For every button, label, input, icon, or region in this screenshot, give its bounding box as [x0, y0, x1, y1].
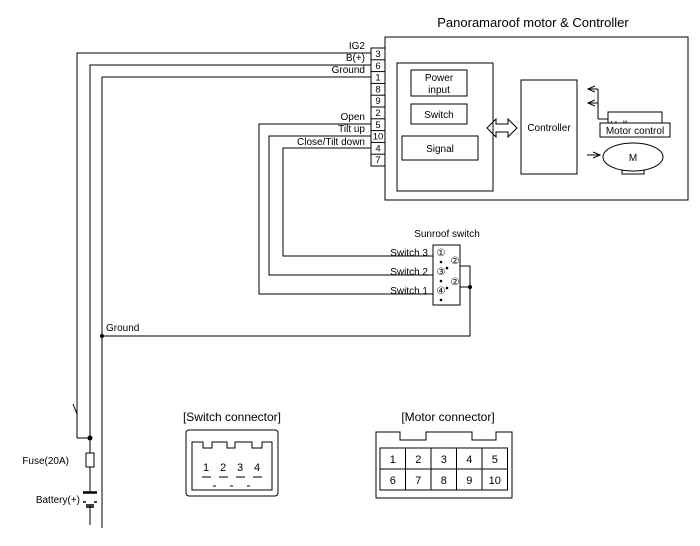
- contact-1: ①: [437, 248, 446, 259]
- wire-tilt-up: [268, 135, 433, 276]
- switch-pin-3: 3: [237, 462, 243, 474]
- junction-dot: [87, 435, 93, 441]
- switch-junction-dot: [468, 285, 472, 289]
- wire-label-open: Open: [341, 112, 365, 123]
- switch-common: [460, 265, 471, 288]
- motor-connector-pin-3: 3: [441, 454, 447, 466]
- motor-pin-6: 6: [375, 61, 380, 72]
- wires: [72, 52, 471, 528]
- contact-2b: ②: [451, 277, 460, 288]
- motor-connector: [Motor connector] 1 2 3 4 5 6 7 8 9 10: [375, 410, 513, 499]
- wire-label-bplus: B(+): [346, 53, 365, 64]
- controller-label: Controller: [527, 123, 571, 134]
- switch1-label: Switch 1: [390, 286, 428, 297]
- wire-bplus: [89, 64, 371, 438]
- motor-pin-3: 3: [375, 49, 380, 60]
- motor-connector-pin-4: 4: [466, 454, 472, 466]
- power-input-block: [410, 69, 468, 97]
- ig2-switch: [72, 403, 78, 415]
- motor-pin-7: 7: [375, 155, 380, 166]
- motor-connector-cell: [481, 468, 508, 491]
- power-input-label-2: input: [428, 85, 450, 96]
- motor-pin-5: 5: [375, 120, 380, 131]
- motor-pin-4: 4: [375, 143, 380, 154]
- switch-connector-title: [Switch connector]: [183, 410, 281, 424]
- motor-connector-outline: [375, 431, 513, 499]
- ground-junction-dot: [100, 334, 104, 338]
- motor-connector-grid: 1 2 3 4 5 6 7 8 9 10: [379, 447, 508, 491]
- wire-ground-main: [101, 76, 371, 528]
- wire-ig2: [76, 52, 371, 414]
- switch3-label: Switch 3: [390, 248, 428, 259]
- controller-block: [520, 79, 578, 175]
- wire-label-close-tilt-down: Close/Tilt down: [297, 137, 365, 148]
- motor-icon: [602, 142, 664, 172]
- wire-close-tilt-down: [282, 147, 433, 257]
- switch-connector-outer: [185, 429, 279, 497]
- motor-pin-9: 9: [375, 96, 380, 107]
- wire-open: [258, 123, 433, 295]
- wire-label-ig2: IG2: [349, 41, 366, 52]
- switch-connector-face: [191, 441, 273, 491]
- motor-connector-pin-9: 9: [466, 475, 472, 487]
- motor-connector-pin-5: 5: [492, 454, 498, 466]
- sunroof-switch-title: Sunroof switch: [414, 229, 480, 240]
- switch-pin-2: 2: [220, 462, 226, 474]
- motor-connector-pin-1: 1: [390, 454, 396, 466]
- power-input-label-1: Power: [425, 73, 454, 84]
- power-source: Fuse(20A) Battery(+): [22, 452, 97, 508]
- switch-pin-4: 4: [254, 462, 260, 474]
- switch2-label: Switch 2: [390, 267, 428, 278]
- module-title: Panoramaroof motor & Controller: [437, 15, 629, 30]
- contact-2a: ②: [451, 256, 460, 267]
- motor-connector-pin-2: 2: [415, 454, 421, 466]
- inner-io-box: [396, 62, 494, 192]
- switch-block-label: Switch: [424, 110, 453, 121]
- switch-connector: [Switch connector] 1 2 3 4: [183, 410, 281, 497]
- motor-pin-2: 2: [375, 108, 380, 119]
- motor-connector-pin-8: 8: [441, 475, 447, 487]
- motor-control-label: Motor control: [606, 126, 664, 137]
- wire-ground-switch: [102, 287, 471, 337]
- fuse-icon: [85, 452, 95, 468]
- motor-connector-pin-10: 10: [489, 475, 501, 487]
- motor-control-block: [599, 122, 671, 138]
- battery-label: Battery(+): [36, 495, 80, 506]
- switch-pin-terminals: [202, 476, 262, 487]
- sunroof-switch-box: [432, 244, 461, 306]
- motor-connector-pin-7: 7: [415, 475, 421, 487]
- wire-label-ground: Ground: [332, 65, 365, 76]
- fuse-label: Fuse(20A): [22, 456, 69, 467]
- sunroof-switch: Sunroof switch Switch 3 Switch 2 Switch …: [390, 229, 480, 306]
- signal-block: [401, 135, 479, 161]
- switch-pin-1: 1: [203, 462, 209, 474]
- contact-4: ④: [437, 286, 446, 297]
- switch-block: [410, 103, 468, 125]
- contact-3: ③: [437, 267, 446, 278]
- motor-pin-1: 1: [375, 73, 380, 84]
- double-arrow-icon: [486, 117, 518, 139]
- hall-arrows-icon: [588, 89, 608, 120]
- motor-pin-10: 10: [373, 132, 384, 143]
- controller-module: Panoramaroof motor & Controller Power in…: [384, 15, 689, 201]
- wire-label-tilt-up: Tilt up: [338, 124, 365, 135]
- signal-block-label: Signal: [426, 144, 454, 155]
- motor-label: M: [629, 153, 637, 164]
- motor-connector-pin-6: 6: [390, 475, 396, 487]
- wire-label-ground-bottom: Ground: [106, 323, 139, 334]
- motor-pin-8: 8: [375, 84, 380, 95]
- switch-contact-dots: [439, 260, 449, 302]
- motor-connector-title: [Motor connector]: [401, 410, 494, 424]
